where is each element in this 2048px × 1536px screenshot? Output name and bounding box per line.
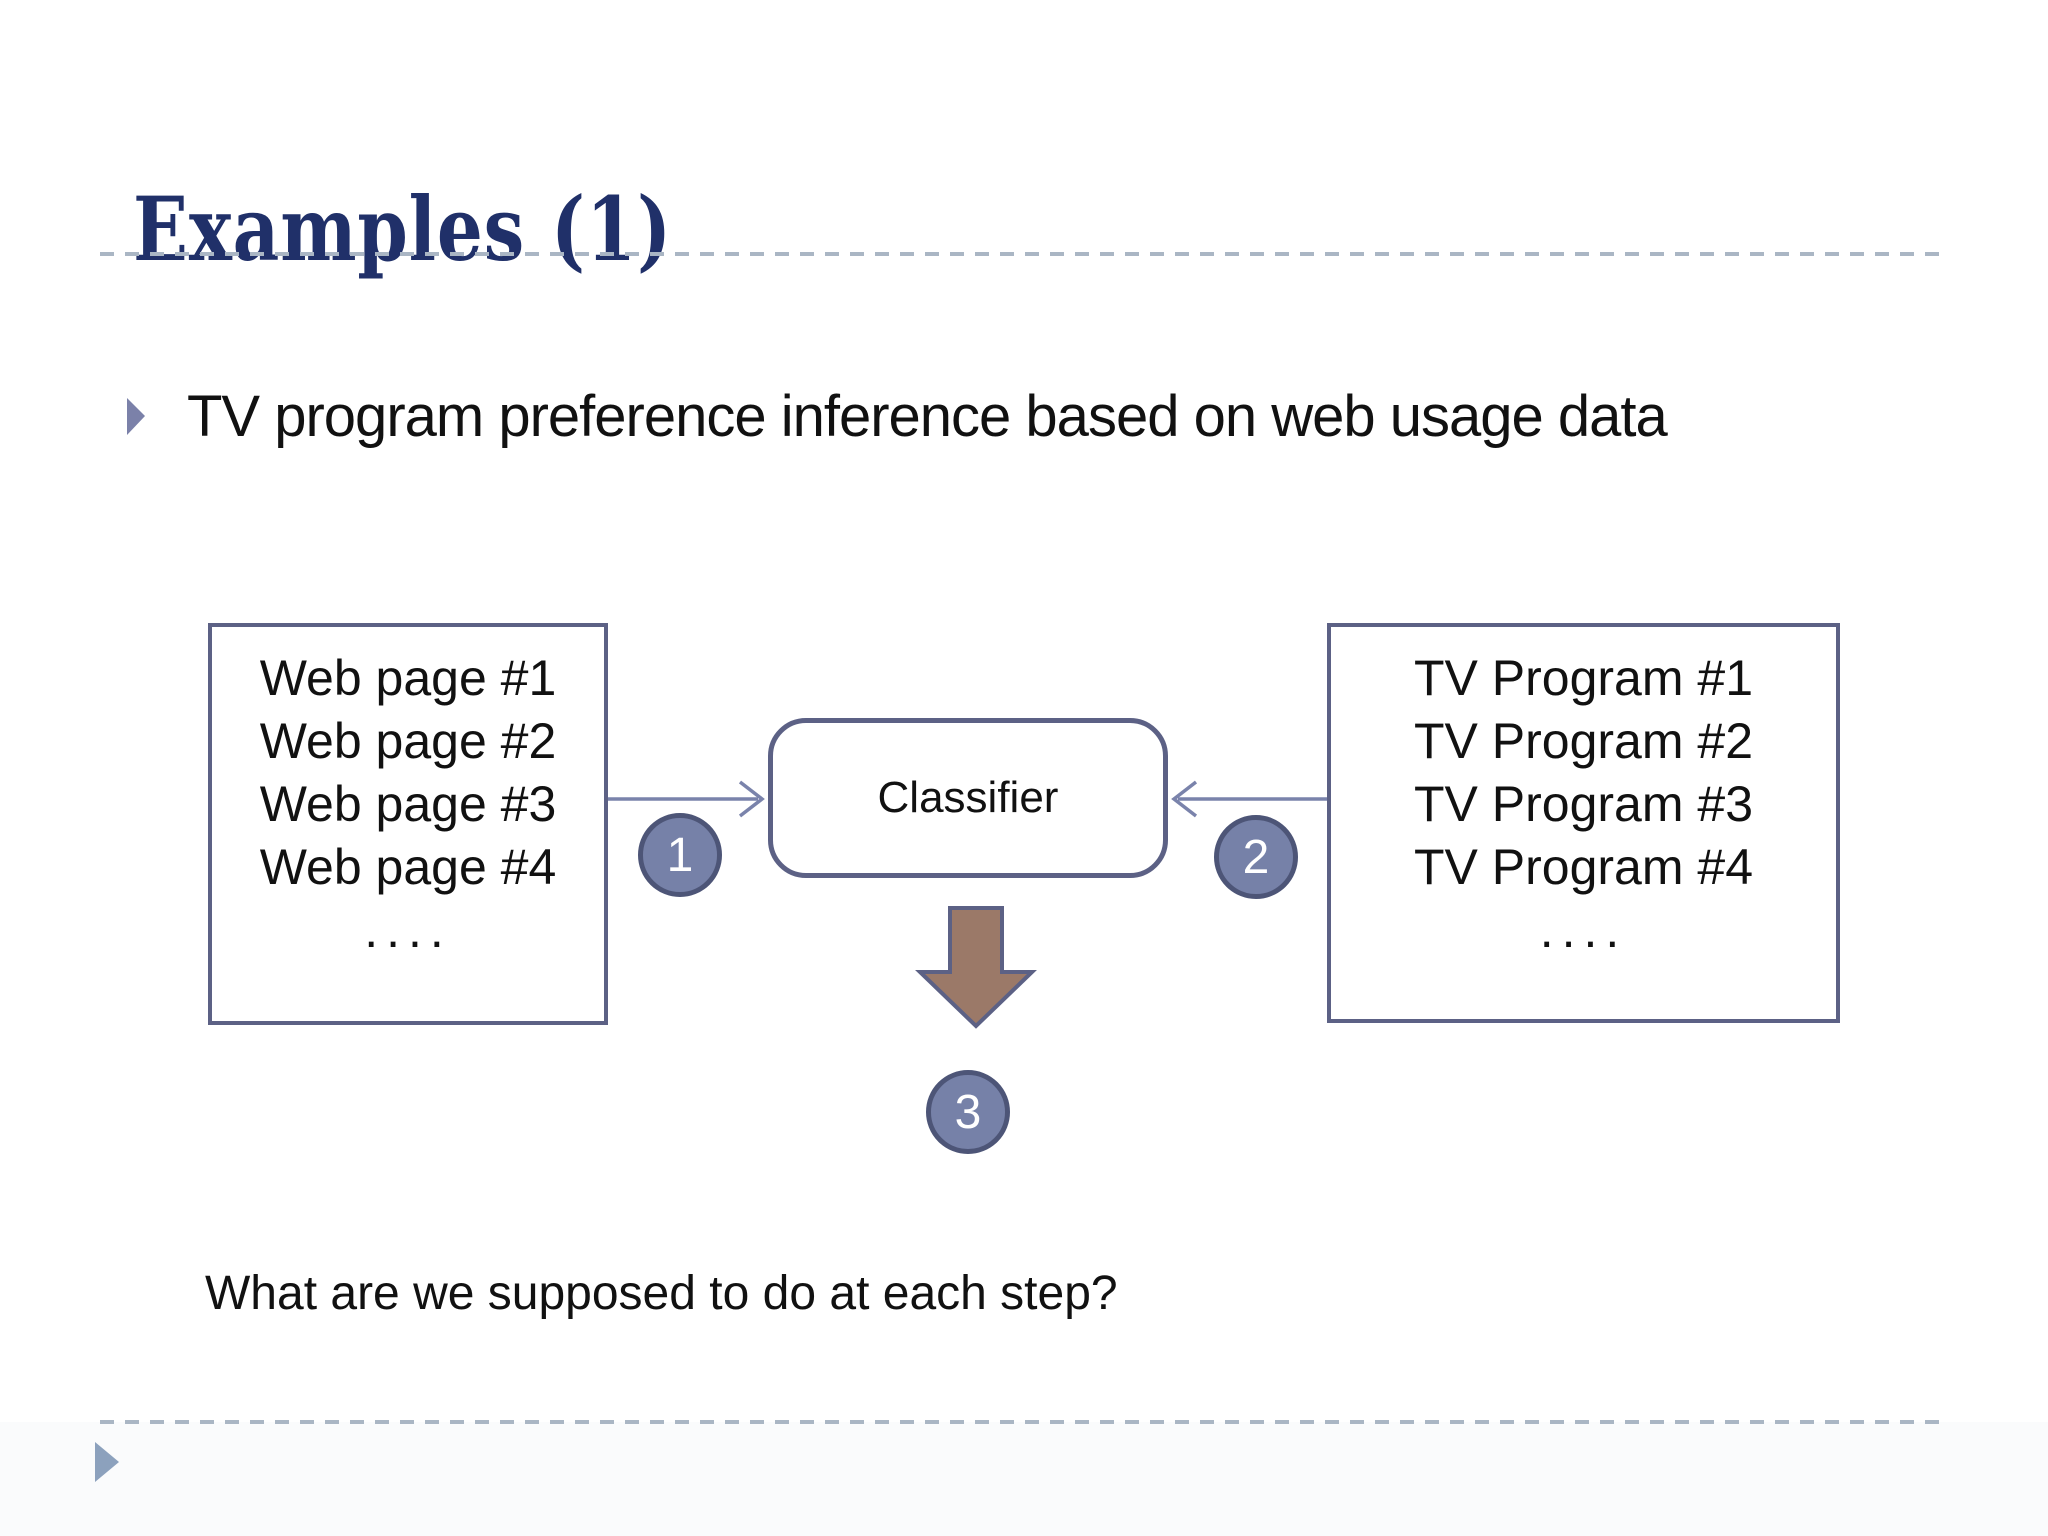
title-divider-dashed-line xyxy=(100,252,1948,256)
web-pages-box: Web page #1 Web page #2 Web page #3 Web … xyxy=(208,623,608,1025)
ellipsis-item: .... xyxy=(364,902,452,958)
list-item: TV Program #3 xyxy=(1413,776,1753,832)
footer-triangle-icon xyxy=(95,1442,119,1482)
classifier-label: Classifier xyxy=(877,773,1059,822)
down-block-arrow-icon xyxy=(915,906,1037,1029)
arrowhead-right-icon xyxy=(738,780,765,818)
arrowhead-left-icon xyxy=(1171,780,1198,818)
list-item: Web page #2 xyxy=(259,713,557,769)
bullet-text: TV program preference inference based on… xyxy=(187,384,1668,449)
list-item: TV Program #1 xyxy=(1413,650,1753,706)
classifier-box: Classifier xyxy=(768,718,1168,878)
list-item: TV Program #4 xyxy=(1413,839,1753,895)
step-number: 3 xyxy=(954,1085,982,1139)
list-item: TV Program #2 xyxy=(1413,713,1753,769)
tv-programs-box: TV Program #1 TV Program #2 TV Program #… xyxy=(1327,623,1840,1023)
list-item: Web page #3 xyxy=(259,776,557,832)
step-badge-3: 3 xyxy=(926,1070,1010,1154)
step-badge-2: 2 xyxy=(1214,815,1298,899)
ellipsis-item: .... xyxy=(1539,902,1628,958)
question-text: What are we supposed to do at each step? xyxy=(205,1267,1118,1320)
footer-dashed-line xyxy=(100,1420,1948,1424)
footer-band xyxy=(0,1422,2048,1536)
step-badge-1: 1 xyxy=(638,813,722,897)
page-title: Examples (1) xyxy=(133,176,672,281)
step-number: 1 xyxy=(666,828,694,882)
step-number: 2 xyxy=(1242,830,1270,884)
bullet-triangle-icon xyxy=(127,398,145,435)
list-item: Web page #1 xyxy=(259,650,557,706)
list-item: Web page #4 xyxy=(259,839,557,895)
